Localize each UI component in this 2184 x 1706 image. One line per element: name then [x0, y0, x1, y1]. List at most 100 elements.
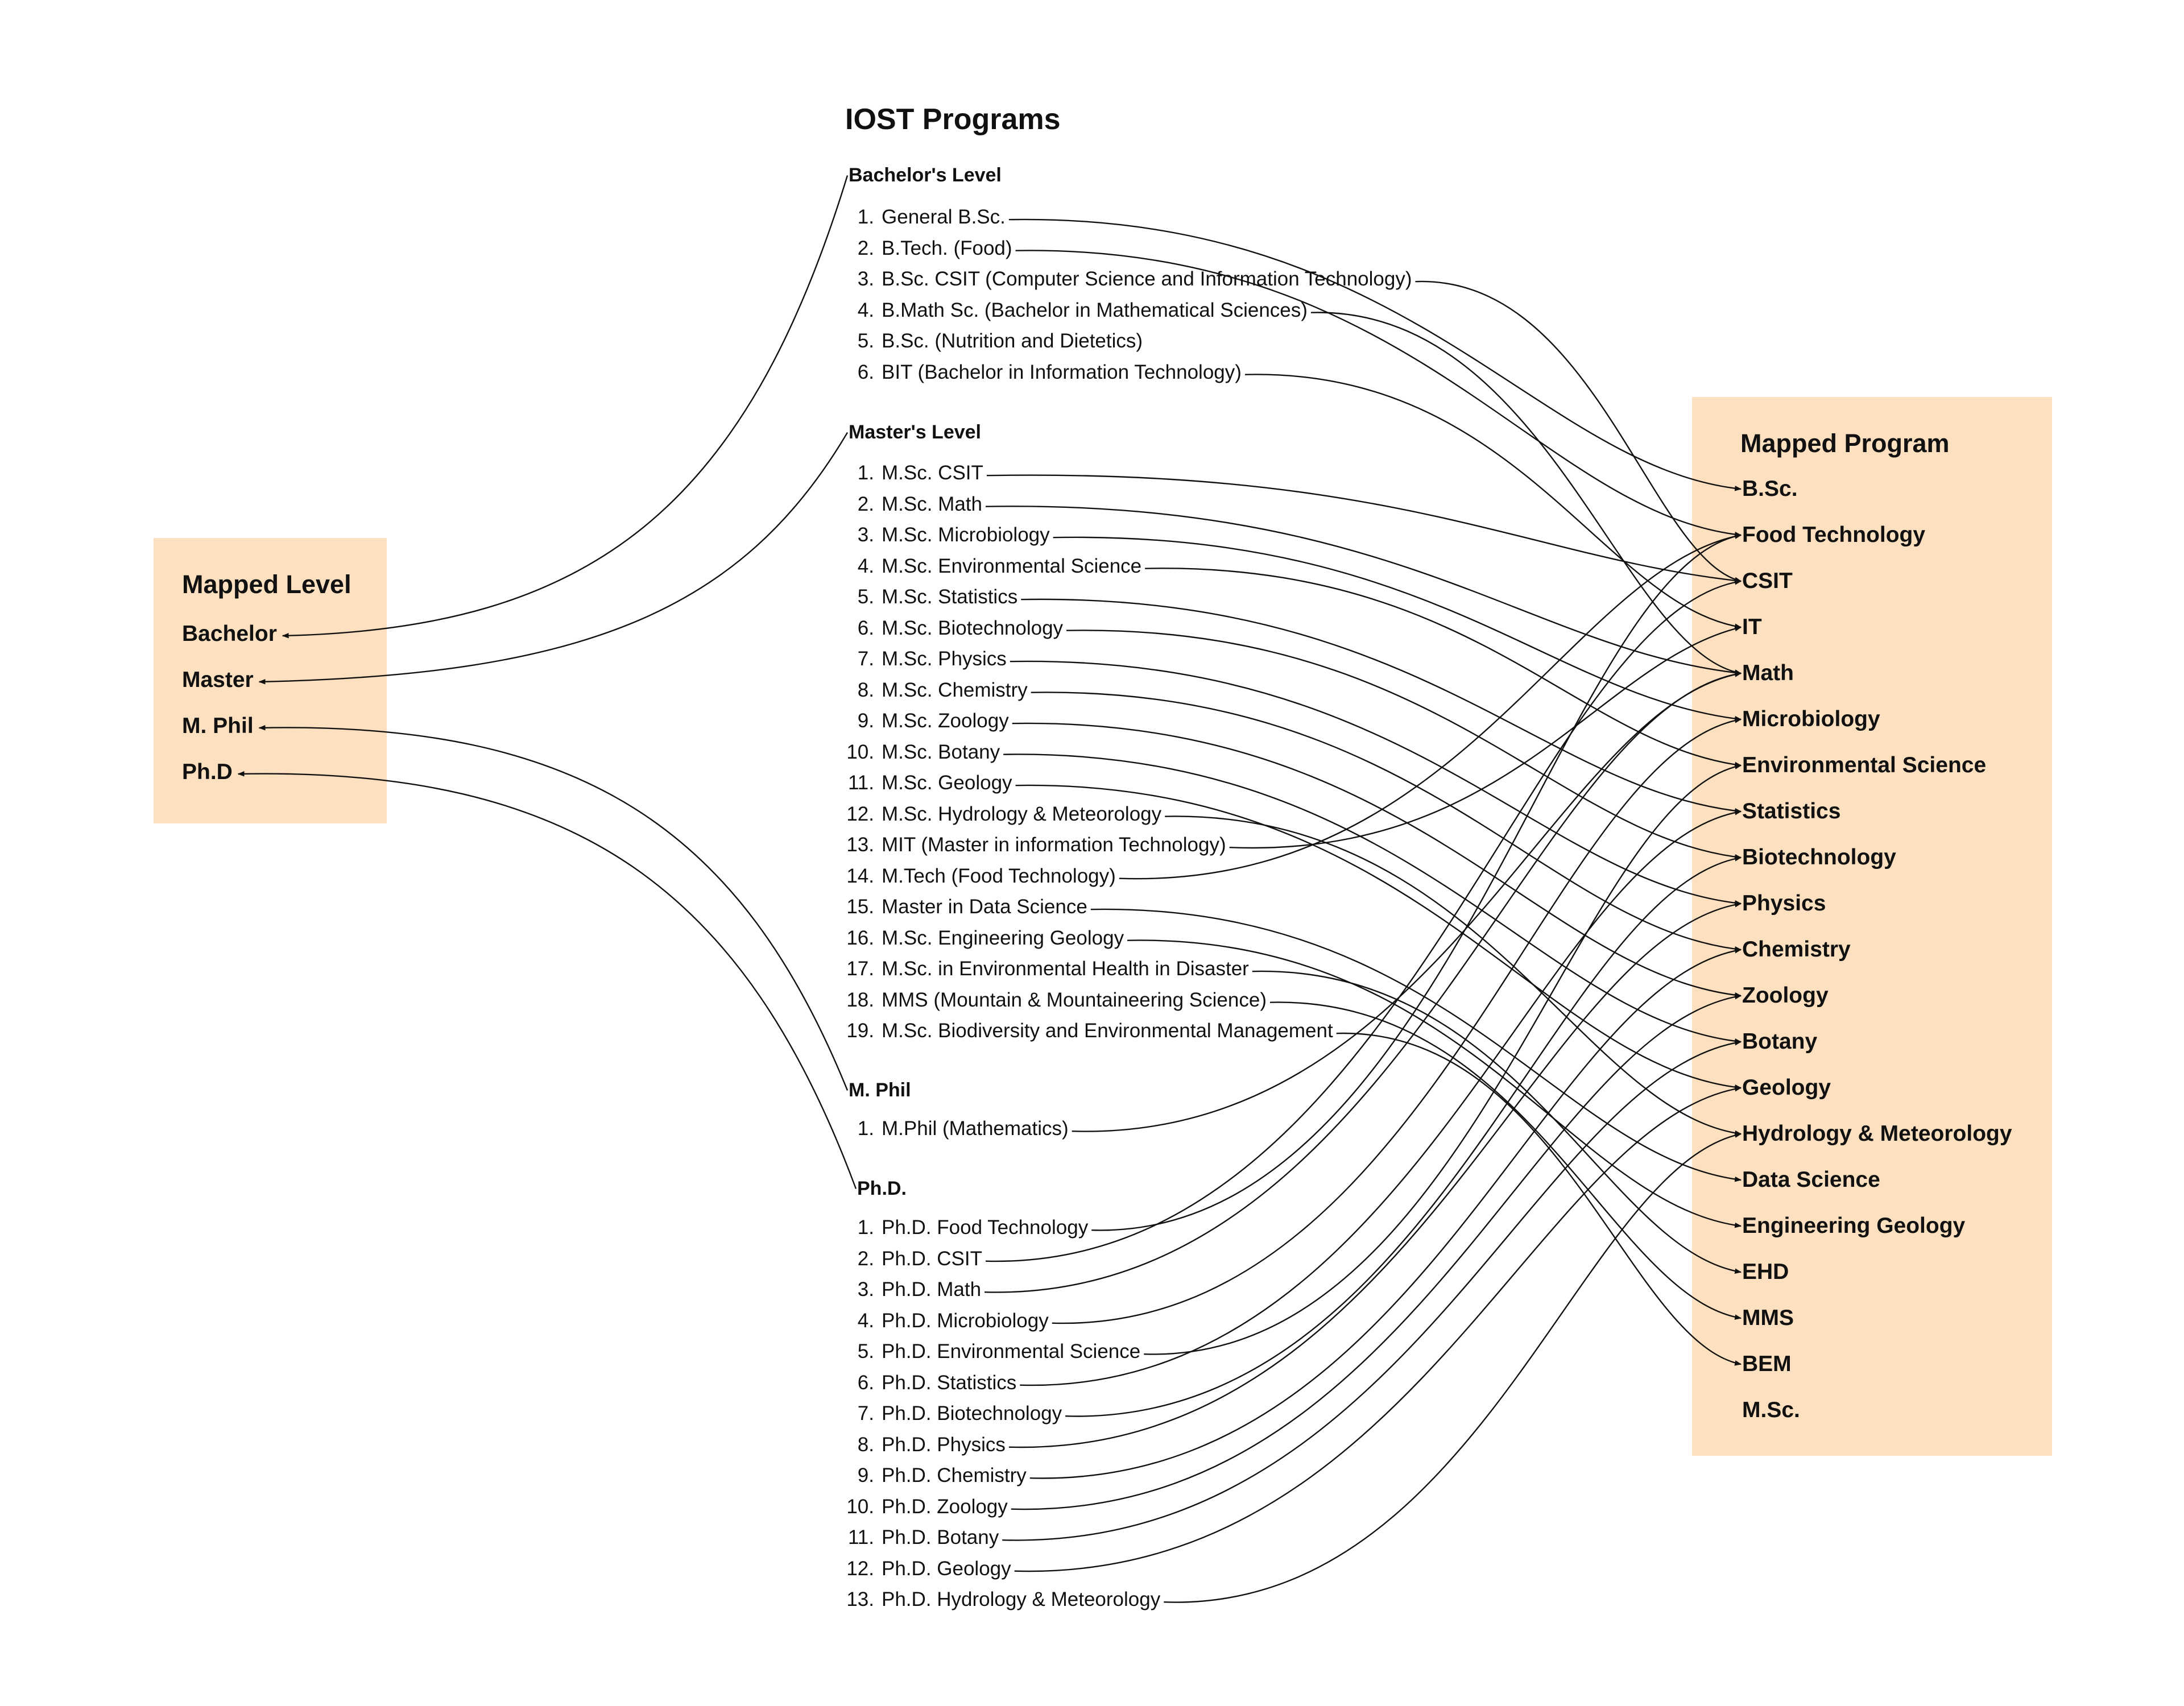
mapped-program-panel [1692, 397, 2052, 1456]
program-list-item: 8. M.Sc. Chemistry [839, 679, 1028, 702]
program-list-item: 2.M.Sc. Math [839, 493, 982, 516]
program-connector [1052, 718, 1742, 1324]
program-connector [1090, 908, 1742, 1182]
program-list-item: 13.MIT (Master in information Technology… [839, 834, 1226, 856]
program-list-item: 1.General B.Sc. [839, 206, 1006, 229]
program-list-label: Ph.D. Food Technology [882, 1216, 1089, 1239]
program-list-number: 2. [857, 1247, 874, 1270]
program-list-item: 9.M.Sc. Zoology [839, 710, 1009, 732]
program-list-number: 11. [847, 772, 874, 794]
level-connector-ph-d [237, 771, 857, 1189]
program-connector [1072, 672, 1742, 1132]
program-connector [1269, 1001, 1742, 1320]
program-list-item: 7.M.Sc. Physics [839, 648, 1007, 670]
program-list-label: Ph.D. Physics [882, 1433, 1006, 1456]
mapped-program-chemistry: Chemistry [1742, 937, 1851, 962]
program-list-label: M.Sc. Physics [882, 648, 1007, 670]
program-list-item: 1.Ph.D. Food Technology [839, 1216, 1088, 1239]
program-list-item: 4.B.Math Sc. (Bachelor in Mathematical S… [839, 299, 1308, 322]
program-connector [1021, 598, 1742, 814]
mapped-level-bachelor: Bachelor [182, 622, 277, 646]
program-list-number: 8. [857, 678, 874, 701]
program-list-item: 19.M.Sc. Biodiversity and Environmental … [839, 1020, 1333, 1042]
program-connector [1145, 568, 1742, 768]
program-connector [1029, 948, 1742, 1479]
program-list-item: 2.Ph.D. CSIT [839, 1248, 982, 1270]
program-list-number: 1. [857, 462, 874, 484]
program-list-label: B.Sc. (Nutrition and Dietetics) [882, 330, 1143, 352]
program-list-label: M.Sc. Microbiology [882, 524, 1050, 546]
program-list-item: 3.B.Sc. CSIT (Computer Science and Infor… [839, 268, 1412, 291]
program-list-label: Ph.D. Statistics [882, 1371, 1017, 1394]
mapped-program-csit: CSIT [1742, 569, 1793, 593]
program-list-number: 12. [846, 802, 874, 825]
program-connector [1252, 970, 1742, 1274]
mapped-program-botany: Botany [1742, 1029, 1818, 1054]
program-list-item: 17.M.Sc. in Environmental Health in Disa… [839, 958, 1248, 980]
program-list-label: M.Sc. Statistics [882, 586, 1018, 608]
program-list-number: 18. [846, 988, 874, 1011]
program-connector [1003, 753, 1742, 1044]
program-list-label: M.Sc. Zoology [882, 710, 1009, 732]
program-list-number: 14. [846, 864, 874, 887]
program-list-label: M.Phil (Mathematics) [882, 1117, 1069, 1140]
program-list-number: 2. [857, 492, 874, 515]
program-list-number: 16. [846, 926, 874, 949]
program-connector [1229, 626, 1742, 849]
program-list-item: 10.Ph.D. Zoology [839, 1496, 1007, 1518]
mapped-program-it: IT [1742, 615, 1762, 639]
program-list-label: B.Sc. CSIT (Computer Science and Informa… [882, 268, 1412, 290]
program-list-label: M.Sc. Biodiversity and Environmental Man… [882, 1020, 1333, 1042]
program-connector [1127, 939, 1742, 1228]
program-list-label: M.Sc. Botany [882, 740, 1000, 763]
program-connector [1014, 1086, 1742, 1572]
program-connector [1020, 810, 1742, 1386]
program-list-item: 14. M.Tech (Food Technology) [839, 864, 1116, 888]
program-connector [985, 506, 1742, 676]
program-list-item: 11.M.Sc. Geology [839, 772, 1012, 794]
mapped-program-engineering-geology: Engineering Geology [1742, 1214, 1966, 1238]
program-list-label: Ph.D. Environmental Science [882, 1340, 1141, 1363]
section-heading-m-phil: M. Phil [849, 1079, 911, 1101]
program-list-number: 4. [857, 1309, 874, 1332]
program-list-label: B.Tech. (Food) [882, 237, 1012, 259]
program-list-item: 4.Ph.D. Microbiology [839, 1310, 1049, 1332]
program-list-number: 6. [857, 616, 874, 639]
program-connector [986, 474, 1742, 583]
program-connector [985, 579, 1742, 1262]
program-list-number: 6. [857, 361, 874, 383]
mapped-program-bem: BEM [1742, 1352, 1792, 1376]
program-connector [1053, 536, 1742, 722]
program-connector [1015, 250, 1742, 537]
program-connector [1031, 691, 1742, 952]
program-connector [1119, 533, 1742, 880]
mapped-program-physics: Physics [1742, 891, 1826, 916]
program-list-number: 1. [857, 206, 874, 228]
program-connector [1164, 1132, 1742, 1603]
program-list-item: 16. M.Sc. Engineering Geology [839, 927, 1124, 950]
program-connector [1012, 722, 1742, 998]
program-connector [1144, 764, 1742, 1355]
program-list-number: 8. [857, 1433, 874, 1456]
program-list-item: 12.Ph.D. Geology [839, 1558, 1011, 1580]
program-list-item: 4.M.Sc. Environmental Science [839, 555, 1141, 578]
program-list-item: 6.M.Sc. Biotechnology [839, 617, 1063, 640]
program-list-item: 11.Ph.D. Botany [839, 1526, 999, 1549]
program-connector [1008, 902, 1742, 1448]
program-list-item: 5. Ph.D. Environmental Science [839, 1340, 1140, 1363]
program-list-label: M.Tech (Food Technology) [882, 864, 1116, 887]
program-list-item: 2.B.Tech. (Food) [839, 237, 1012, 260]
program-list-label: M.Sc. Engineering Geology [882, 926, 1124, 949]
program-list-number: 5. [857, 1340, 874, 1363]
program-list-label: M.Sc. Chemistry [882, 678, 1028, 701]
program-connector [1002, 1040, 1742, 1541]
level-connector-bachelor-s-level [282, 175, 849, 639]
program-list-item: 7.Ph.D. Biotechnology [839, 1402, 1062, 1425]
program-list-number: 10. [846, 740, 874, 763]
program-list-label: M.Sc. CSIT [882, 462, 983, 484]
program-list-number: 5. [857, 330, 874, 352]
program-list-item: 13.Ph.D. Hydrology & Meteorology [839, 1588, 1160, 1611]
program-list-number: 11. [847, 1526, 874, 1548]
program-list-number: 3. [857, 524, 874, 546]
program-list-item: 12.M.Sc. Hydrology & Meteorology [839, 803, 1161, 826]
